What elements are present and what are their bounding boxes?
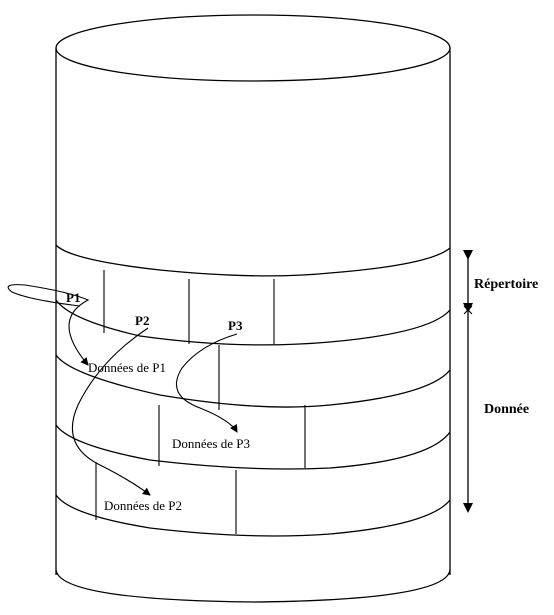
pointer-p3	[176, 333, 238, 433]
label-data-p3: Données de P3	[172, 436, 250, 451]
label-p3: P3	[228, 318, 243, 333]
track-line-5	[55, 494, 451, 537]
label-repertoire: Répertoire	[474, 277, 538, 292]
label-p1: P1	[66, 290, 80, 305]
cylinder-top	[55, 14, 451, 82]
pointer-p1	[7, 284, 90, 366]
pointer-p2	[71, 327, 151, 496]
cylinder-bottom	[55, 569, 451, 603]
label-p2: P2	[135, 313, 149, 328]
track-line-2	[55, 299, 451, 346]
bracket-junction-mark	[463, 305, 473, 315]
label-data-p1: Données de P1	[88, 360, 166, 375]
track-line-4	[55, 424, 451, 470]
track-line-3	[55, 354, 451, 408]
track-line-1	[55, 244, 451, 277]
label-data-p2: Données de P2	[104, 498, 182, 513]
label-donnee: Donnée	[484, 402, 529, 417]
